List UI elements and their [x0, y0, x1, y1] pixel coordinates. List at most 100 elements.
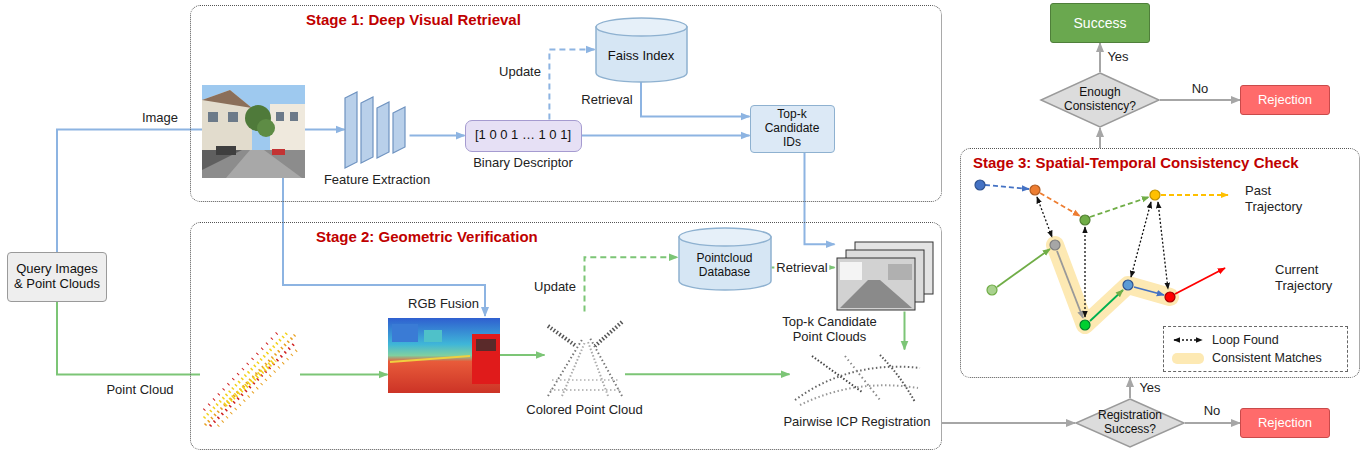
raw-point-cloud: [200, 322, 300, 430]
stage-region: Stage 1: Deep Visual RetrievalFeature Ex…: [190, 5, 942, 202]
trajectory-sketch: [1040, 193, 1080, 216]
icp-result: [790, 350, 925, 410]
colored-point-cloud: [550, 389, 620, 391]
street-photo: [226, 150, 302, 178]
node-text: Rejection: [1258, 93, 1312, 108]
trajectory-sketch: [1165, 292, 1175, 302]
street-photo: [290, 112, 298, 121]
trajectory-sketch: [1158, 202, 1168, 289]
raw-point-cloud: [218, 350, 297, 426]
candidate-stack: [840, 280, 912, 308]
connector: [1099, 128, 1101, 148]
connector: [410, 135, 465, 137]
rgb-fusion-image: [388, 318, 500, 393]
connector: [500, 354, 545, 356]
trajectory-sketch: [1090, 290, 1123, 321]
connector: [1185, 422, 1240, 424]
rgb-fusion-image: [424, 330, 442, 342]
image-node: Colored Point Cloud: [545, 312, 625, 398]
node-text: Top-k Candidate IDs: [756, 108, 829, 149]
trajectory-sketch: [975, 180, 1175, 330]
connector: [1099, 43, 1101, 72]
street-photo: [228, 112, 238, 122]
index-cylinder: Faiss Index: [595, 18, 688, 82]
legend-row: Loop Found: [1172, 331, 1339, 349]
node-text: Query Images & Point Clouds: [13, 262, 101, 292]
descriptor-box: [1 0 0 1 … 1 0 1]Binary Descriptor: [465, 120, 582, 152]
edge-label: No: [1190, 81, 1211, 97]
trajectory-sketch: [975, 180, 985, 190]
connector: [582, 135, 750, 137]
caption: Binary Descriptor: [473, 155, 573, 171]
cnn-layers: [361, 97, 373, 163]
legend-line-sample: [1172, 334, 1204, 346]
success-box: Success: [1050, 3, 1150, 43]
raw-point-cloud: [204, 332, 288, 418]
connector: [625, 373, 790, 375]
connector: [942, 422, 1075, 424]
street-photo: [276, 112, 284, 121]
decision-diamond: Enough Consistency?: [1040, 72, 1160, 128]
node-text: Pointcloud Database: [682, 252, 768, 280]
trajectory-sketch: [1030, 185, 1040, 195]
trajectory-sketch: [1057, 251, 1083, 318]
trajectory-sketch: [1080, 215, 1090, 225]
cnn-layers: [345, 92, 357, 168]
trajectory-sketch: [1134, 287, 1164, 295]
connector: [805, 153, 835, 244]
reject-box: Rejection: [1240, 85, 1330, 115]
stage-heading: Stage 1: Deep Visual Retrieval: [306, 11, 521, 28]
cnn-node: Feature Extraction: [345, 92, 410, 168]
trajectory-sketch: [1037, 197, 1052, 237]
street-photo: [216, 146, 236, 155]
raw-point-cloud: [225, 360, 275, 405]
trajectory-sketch: [1090, 197, 1149, 217]
candidate-box: Top-k Candidate IDs: [750, 105, 835, 153]
edge-label: Image: [140, 110, 180, 126]
candidate-stack: [840, 262, 862, 280]
caption: Pairwise ICP Registration: [783, 414, 930, 430]
colored-point-cloud: [588, 342, 608, 396]
legend-text: Loop Found: [1212, 333, 1279, 347]
edge-label: Point Cloud: [104, 382, 175, 398]
trajectory-sketch: [1150, 190, 1160, 200]
colored-point-cloud: [595, 322, 622, 346]
trajectory-sketch: [987, 285, 997, 295]
trajectory-sketch: [1131, 202, 1151, 277]
node-text: Faiss Index: [608, 49, 674, 64]
trajectory-sketch: [1084, 227, 1085, 317]
caption: Top-k Candidate Point Clouds: [775, 314, 885, 345]
stage-heading: Stage 2: Geometric Verification: [316, 228, 538, 245]
reject-box: Rejection: [1240, 408, 1330, 438]
raw-point-cloud: [204, 330, 280, 410]
trajectory-sketch: [1080, 320, 1090, 330]
rgb-fusion-image: [390, 356, 470, 362]
image-node: Pairwise ICP Registration: [790, 350, 925, 410]
node-text: Registration Success?: [1090, 409, 1169, 437]
street-photo: [208, 112, 218, 122]
icp-result: [880, 355, 915, 402]
icp-result: [812, 356, 862, 392]
candidate-stack: [888, 264, 912, 280]
rgb-fusion-image: [392, 324, 418, 342]
connector: [549, 50, 594, 120]
street-photo: [272, 149, 285, 155]
edge-label: Retrieval: [774, 260, 829, 276]
decision-diamond: Registration Success?: [1075, 398, 1185, 448]
street-photo: [202, 90, 252, 108]
street-photo: [202, 85, 305, 178]
cnn-layers: [393, 107, 405, 153]
candidate-stack: [837, 242, 933, 310]
caption: RGB Fusion: [408, 296, 479, 312]
colored-point-cloud: [545, 312, 625, 398]
node-text: Success: [1074, 15, 1127, 31]
raw-point-cloud: [205, 335, 295, 425]
cnn-layers: [377, 102, 389, 158]
edge-label: Update: [497, 64, 543, 80]
stage-region: Stage 2: Geometric VerificationRGB Fusio…: [190, 222, 942, 450]
trajectory-label: Past Trajectory: [1245, 183, 1317, 214]
raw-point-cloud: [200, 322, 300, 430]
street-photo: [257, 119, 275, 137]
icp-result: [795, 367, 920, 400]
trajectory-sketch: [1123, 280, 1133, 290]
